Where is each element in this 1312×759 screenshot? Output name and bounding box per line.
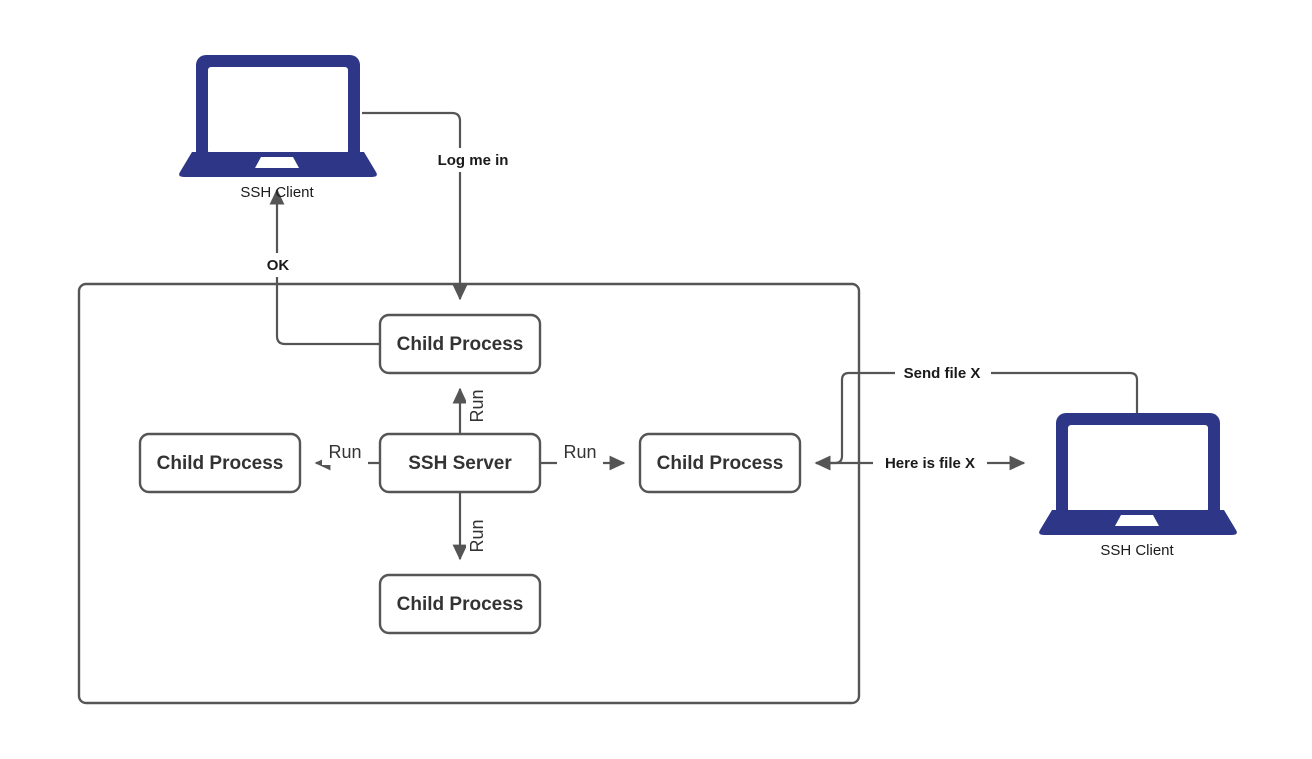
child-process-left-box[interactable]	[138, 432, 302, 494]
edge-run-left-label: Run	[328, 442, 361, 462]
child-process-right-box[interactable]	[638, 432, 802, 494]
edge-send-file-x-label-bg	[895, 362, 991, 384]
laptop-icon-ssh-client-right[interactable]	[1039, 413, 1237, 535]
child-process-left-label: Child Process	[157, 453, 284, 474]
ssh-server-label: SSH Server	[408, 453, 512, 474]
edge-ok-label: OK	[267, 257, 290, 274]
laptop-notch	[1115, 515, 1159, 526]
node-child-process-left[interactable]: Child Process	[138, 432, 302, 494]
child-process-right-label: Child Process	[657, 453, 784, 474]
laptop-icon-ssh-client-top[interactable]	[179, 55, 377, 177]
node-child-process-right[interactable]: Child Process	[638, 432, 802, 494]
node-child-process-top[interactable]: Child Process	[378, 313, 542, 375]
edge-log-me-in-label: Log me in	[438, 152, 509, 169]
child-process-bottom-label: Child Process	[397, 594, 524, 615]
child-process-bottom-box[interactable]	[378, 573, 542, 635]
edge-log-me-in-line	[362, 111, 468, 301]
laptop-notch	[255, 157, 299, 168]
edge-run-down-label: Run	[467, 519, 487, 552]
edge-run-up-label-bg	[466, 383, 490, 429]
ssh-server-host-boundary	[77, 282, 861, 705]
edge-ok-line	[269, 188, 380, 346]
edge-run-right-label-bg	[557, 441, 603, 465]
edge-ok-label-bg	[256, 253, 300, 277]
edge-send-file-x-label: Send file X	[904, 365, 981, 382]
edge-run-up-label: Run	[467, 389, 487, 422]
edge-run-down-label-bg	[466, 513, 490, 559]
ssh-server-box[interactable]	[378, 432, 542, 494]
laptop-screen-display	[1068, 425, 1208, 512]
laptop-screen-display	[208, 67, 348, 154]
edge-here-is-file-x-label: Here is file X	[885, 455, 975, 472]
child-process-top-label: Child Process	[397, 334, 524, 355]
ssh-client-right-label: SSH Client	[1100, 542, 1174, 559]
edge-log-me-in-label-bg	[418, 148, 528, 172]
node-ssh-server[interactable]: SSH Server	[378, 432, 542, 494]
edge-run-right-label: Run	[563, 442, 596, 462]
child-process-top-box[interactable]	[378, 313, 542, 375]
edge-run-left-label-bg	[322, 441, 368, 465]
edge-here-is-file-x-label-bg	[873, 452, 987, 474]
node-child-process-bottom[interactable]: Child Process	[378, 573, 542, 635]
ssh-client-top-label: SSH Client	[240, 184, 314, 201]
